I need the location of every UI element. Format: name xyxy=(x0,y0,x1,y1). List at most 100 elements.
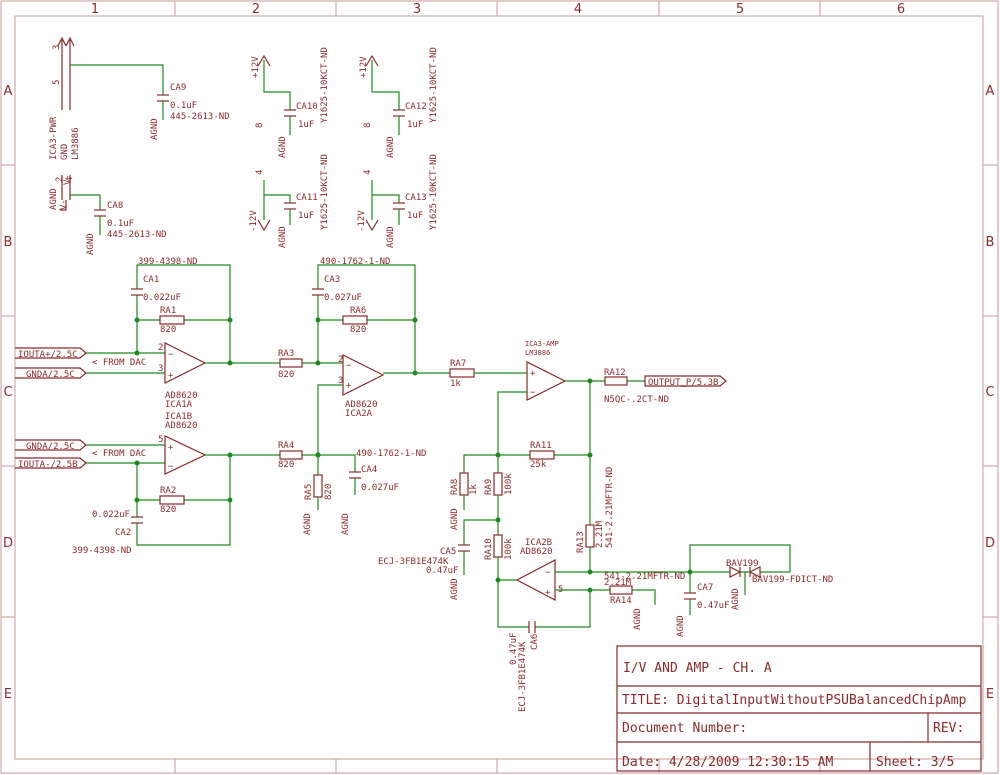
cap-partnumber: Y1625-10KCT-ND xyxy=(429,47,439,123)
ra14-value: 2.21M xyxy=(604,578,632,588)
ra11-value: 25k xyxy=(530,460,547,470)
agnd-label: AGND xyxy=(150,118,160,140)
ica1a-stage: − + 399-4398-ND CA1 0.022uF RA1 820 2 3 … xyxy=(86,257,318,410)
ra13-partnumber: 541-2.21MFTR-ND xyxy=(605,467,615,548)
from-dac-note: < FROM DAC xyxy=(92,358,146,368)
ra14-label: RA14 xyxy=(610,596,632,606)
column-label: 6 xyxy=(897,2,905,17)
ra9-label: RA9 xyxy=(484,479,494,495)
ra5-value: 820 xyxy=(324,484,334,500)
ca8-value: 0.1uF xyxy=(107,219,134,229)
agnd-label: AGND xyxy=(341,513,351,535)
ca9-value: 0.1uF xyxy=(170,101,197,111)
pin-number: 8 xyxy=(363,123,373,128)
ca6-value: 0.47uF xyxy=(509,632,519,665)
ica3-type: LM3886 xyxy=(525,349,550,357)
ica1b-stage: ICA1B AD8620 + − 5 RA2 820 0.022uF CA2 3… xyxy=(72,412,318,556)
ca13-value: 1uF xyxy=(407,211,423,221)
pin-number: 8 xyxy=(255,123,265,128)
row-label: B xyxy=(4,235,13,250)
column-label: 4 xyxy=(574,2,582,17)
p12-label: +12V xyxy=(359,56,369,78)
opamp-minus: − xyxy=(346,361,352,371)
ra14-partnumber: 541-2.21MFTR-ND xyxy=(604,572,685,582)
row-label: C xyxy=(3,385,12,400)
pin-number: 3 xyxy=(158,364,163,374)
ra13-value: 2.21M xyxy=(595,520,605,548)
port-iouta-minus: IOUTA-/2.5B xyxy=(18,460,78,470)
ca2-label: CA2 xyxy=(115,528,131,538)
port-gnda-2: GNDA/2.5C xyxy=(26,442,75,452)
ca11-label: CA11 xyxy=(296,193,318,203)
ca8-label: CA8 xyxy=(107,201,123,211)
agnd-label: AGND xyxy=(303,513,313,535)
ica2b-label: ICA2B xyxy=(525,538,552,548)
title-block-sheet: Sheet: 3/5 xyxy=(876,755,954,770)
agnd-label: AGND xyxy=(450,508,460,530)
p12-label: +12V xyxy=(251,56,261,78)
agnd-label: AGND xyxy=(731,588,741,610)
ca10-label: CA10 xyxy=(296,102,318,112)
ica1b-type: AD8620 xyxy=(165,421,198,431)
power-amp-stage: RA7 1k ICA3-AMP LM3886 + − OUTPUT_P/5.3B… xyxy=(378,340,833,712)
title-block-rev: REV: xyxy=(933,721,964,736)
column-label: 2 xyxy=(252,2,260,17)
ra10-value: 100k xyxy=(504,538,514,560)
ra10-label: RA10 xyxy=(484,538,494,560)
title-block-document-number: Document Number: xyxy=(622,721,747,736)
title-block-date: Date: 4/28/2009 12:30:15 AM xyxy=(622,755,833,770)
pin-number: 2 xyxy=(338,355,343,365)
input-ports: IOUTA+/2.5C GNDA/2.5C GNDA/2.5C IOUTA-/2… xyxy=(15,347,146,470)
row-label: D xyxy=(985,536,995,551)
column-label: 5 xyxy=(736,2,744,17)
ra8-value: 1k xyxy=(469,484,479,495)
ca1-partnumber: 399-4398-ND xyxy=(138,257,198,267)
ica1a-type: AD8620 xyxy=(165,391,198,401)
ca4-partnumber: 490-1762-1-ND xyxy=(356,449,426,459)
ra1-label: RA1 xyxy=(160,306,176,316)
agnd-label: AGND xyxy=(86,233,96,255)
ca3-label: CA3 xyxy=(324,275,340,285)
gnd-label: GND xyxy=(60,144,70,160)
agnd-label: AGND xyxy=(49,188,59,210)
title-block: I/V AND AMP - CH. A TITLE: DigitalInputW… xyxy=(616,645,982,772)
rail-decoupling-section: +12V 8 CA10 1uF Y1625-10KCT-ND AGND 4 CA… xyxy=(249,47,439,248)
ca7-label: CA7 xyxy=(697,583,713,593)
ic3-pwr-type: LM3886 xyxy=(71,127,81,160)
opamp-plus: + xyxy=(530,369,536,379)
opamp-minus: − xyxy=(530,388,536,398)
ca8-partnumber: 445-2613-ND xyxy=(107,230,167,240)
port-gnda-1: GNDA/2.5C xyxy=(26,370,75,380)
from-dac-note: < FROM DAC xyxy=(92,449,146,459)
row-label: C xyxy=(985,385,994,400)
bav199-partnumber: BAV199-FDICT-ND xyxy=(752,575,833,585)
ca5-partnumber: ECJ-3FB1E474K xyxy=(378,557,449,567)
bav199-label: BAV199 xyxy=(726,559,759,569)
agnd-label: AGND xyxy=(278,136,288,158)
ra3-label: RA3 xyxy=(278,349,294,359)
opamp-plus: + xyxy=(168,371,174,381)
ic3-pwr-label: ICA3-PWR xyxy=(49,116,59,160)
m12-label: -12V xyxy=(357,210,367,232)
ra4-value: 820 xyxy=(278,460,294,470)
ra7-value: 1k xyxy=(450,379,461,389)
ca5-value: 0.47uF xyxy=(426,566,459,576)
port-output: OUTPUT_P/5.3B xyxy=(648,378,718,388)
row-label: A xyxy=(986,84,995,99)
ra6-value: 820 xyxy=(350,325,366,335)
ra1-value: 820 xyxy=(160,325,176,335)
pin-number: 2 xyxy=(158,343,163,353)
ca1-value: 0.022uF xyxy=(143,293,181,303)
ra8-label: RA8 xyxy=(450,479,460,495)
ca1-label: CA1 xyxy=(143,275,159,285)
column-label: 1 xyxy=(91,2,99,17)
ra12-label: RA12 xyxy=(604,368,626,378)
agnd-label: AGND xyxy=(676,615,686,637)
agnd-label: AGND xyxy=(386,136,396,158)
pin-number: 4 xyxy=(65,177,75,182)
ra9-value: 100k xyxy=(504,473,514,495)
column-label: 3 xyxy=(413,2,421,17)
opamp-plus: + xyxy=(346,381,352,391)
